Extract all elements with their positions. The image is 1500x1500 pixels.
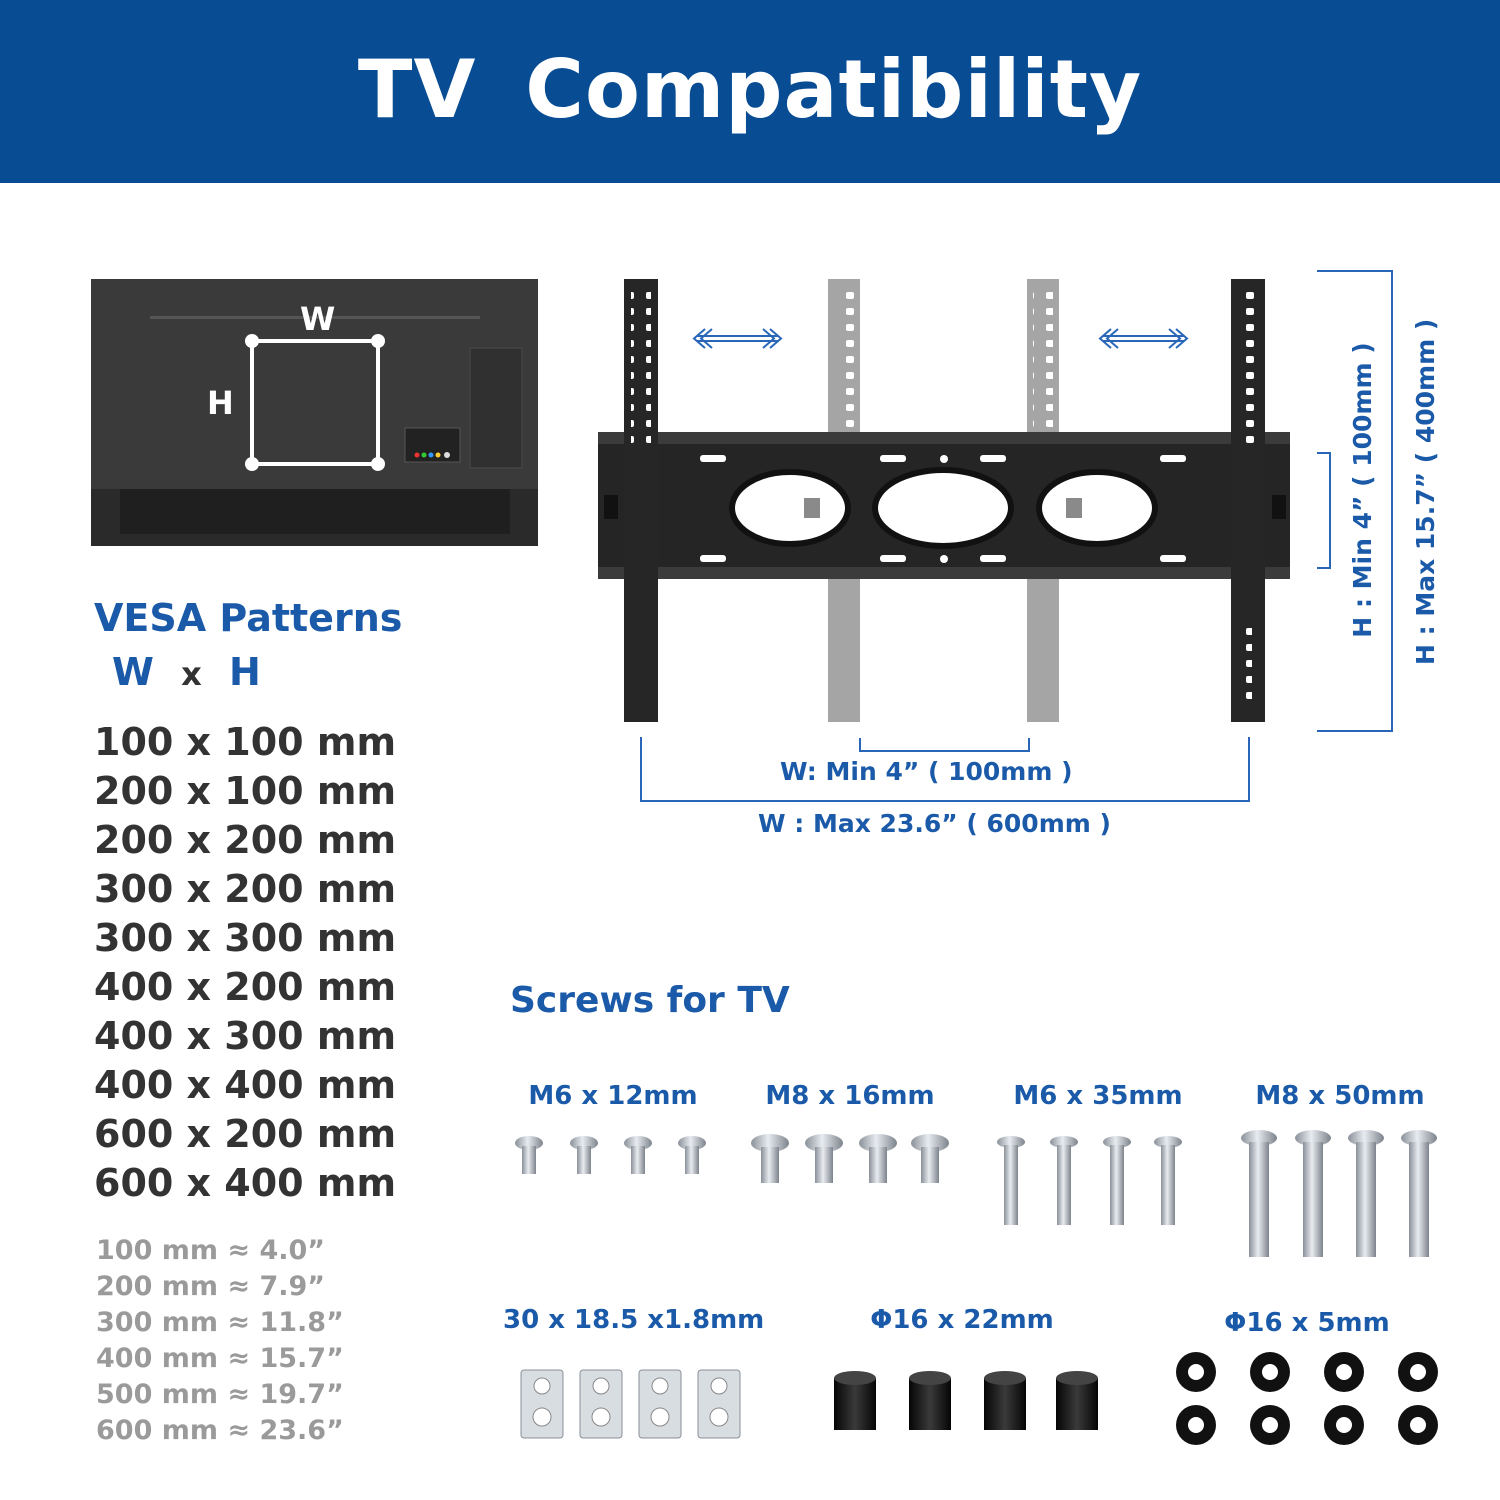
w-min-label: W: Min 4” ( 100mm ) [780, 757, 1073, 786]
vesa-pattern: 200 x 200 mm [94, 818, 397, 862]
screw-m6x12-group [515, 1136, 706, 1174]
spacer-label-16x22: Φ16 x 22mm [870, 1305, 1054, 1335]
vesa-h: H [229, 650, 261, 694]
vesa-pattern: 600 x 400 mm [94, 1161, 397, 1205]
conversion-item: 300 mm ≈ 11.8” [96, 1307, 344, 1338]
screws-title: Screws for TV [510, 980, 790, 1021]
vesa-w: W [112, 650, 154, 694]
vesa-pattern-list: 100 x 100 mm 200 x 100 mm 200 x 200 mm 3… [94, 718, 396, 1208]
screw-label-m6x12: M6 x 12mm [528, 1081, 698, 1111]
screw-label-m6x35: M6 x 35mm [1013, 1081, 1183, 1111]
arm-dark-right [1231, 279, 1265, 722]
plate-group [520, 1369, 741, 1439]
screw-label-m8x16: M8 x 16mm [765, 1081, 935, 1111]
header-banner: TV Compatibility [0, 0, 1500, 183]
vesa-pattern: 100 x 100 mm [94, 720, 397, 764]
vesa-title: VESA Patterns [94, 596, 403, 640]
conversion-item: 100 mm ≈ 4.0” [96, 1235, 326, 1266]
vesa-pattern: 300 x 300 mm [94, 916, 397, 960]
vesa-wxh-header: W x H [112, 650, 261, 694]
conversion-item: 600 mm ≈ 23.6” [96, 1415, 344, 1446]
screw-m6x35-group [997, 1136, 1182, 1225]
conversion-item: 200 mm ≈ 7.9” [96, 1271, 326, 1302]
washer-group [1176, 1352, 1438, 1445]
screw-m8x50-group [1241, 1130, 1437, 1257]
double-arrow-icon [692, 328, 783, 349]
screw-label-m8x50: M8 x 50mm [1255, 1081, 1425, 1111]
conversion-item: 400 mm ≈ 15.7” [96, 1343, 344, 1374]
washer-label-16x5: Φ16 x 5mm [1224, 1308, 1390, 1338]
tv-h-label: H [207, 384, 234, 422]
arm-dark-left [624, 279, 658, 722]
double-arrow-icon [1098, 328, 1189, 349]
conversion-list: 100 mm ≈ 4.0” 200 mm ≈ 7.9” 300 mm ≈ 11.… [96, 1233, 344, 1449]
vesa-pattern: 200 x 100 mm [94, 769, 397, 813]
w-max-label: W : Max 23.6” ( 600mm ) [758, 809, 1111, 838]
spacer-label-plate: 30 x 18.5 x1.8mm [503, 1305, 765, 1335]
vesa-pattern: 300 x 200 mm [94, 867, 397, 911]
vesa-pattern: 400 x 300 mm [94, 1014, 397, 1058]
vesa-pattern: 400 x 200 mm [94, 965, 397, 1009]
page-title: TV Compatibility [357, 43, 1143, 136]
conversion-item: 500 mm ≈ 19.7” [96, 1379, 344, 1410]
tv-w-label: W [300, 300, 336, 338]
vesa-pattern: 600 x 200 mm [94, 1112, 397, 1156]
screw-m8x16-group [751, 1134, 949, 1183]
spacer-group [834, 1371, 1098, 1430]
vesa-x: x [181, 655, 202, 693]
vesa-pattern: 400 x 400 mm [94, 1063, 397, 1107]
